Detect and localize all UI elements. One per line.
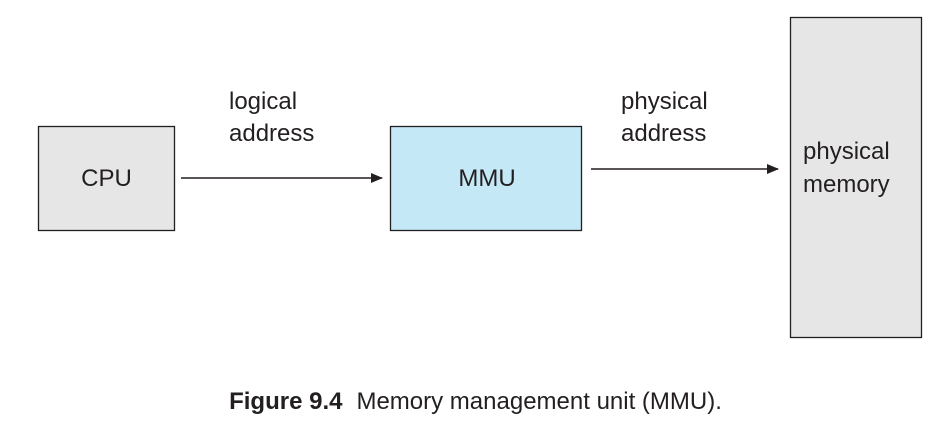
physical-memory-label-line2: memory [803,171,890,198]
figure-caption-text: Memory management unit (MMU). [356,388,722,415]
physical-address-label-line1: physical [621,88,708,115]
physical-address-edge: physical address [591,88,779,174]
physical-memory-box [789,16,923,339]
cpu-label: CPU [81,165,132,192]
figure-number: Figure 9.4 [229,388,343,415]
mmu-box [389,125,583,232]
cpu-node: CPU [37,125,176,232]
mmu-node: MMU [389,125,583,232]
logical-address-edge: logical address [181,88,383,183]
logical-address-label-line1: logical [229,88,297,115]
physical-memory-label-line1: physical [803,138,890,165]
mmu-label: MMU [458,165,515,192]
figure-caption: Figure 9.4 Memory management unit (MMU). [0,387,951,417]
logical-address-label-line2: address [229,120,314,147]
physical-memory-node: physical memory [789,16,923,339]
cpu-box [37,125,176,232]
physical-address-label-line2: address [621,120,706,147]
